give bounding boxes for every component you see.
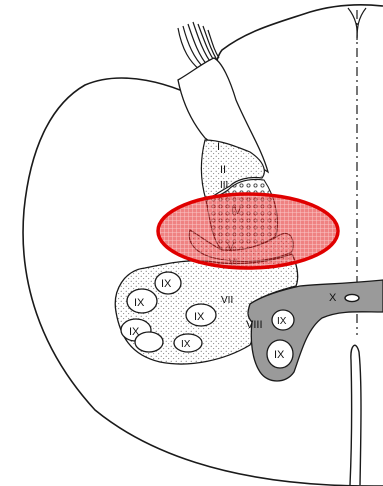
lamina-label-vii: VII bbox=[221, 295, 233, 306]
lamina-label-ix-6: IX bbox=[277, 316, 287, 327]
lamina-label-ix-3: IX bbox=[194, 311, 205, 323]
lamina-viii-x-region bbox=[248, 280, 383, 381]
anterior-median-fissure bbox=[350, 345, 361, 485]
lamina-label-ix-7: IX bbox=[274, 349, 285, 361]
lamina-label-ix-1: IX bbox=[161, 278, 172, 290]
lamina-label-viii: VIII bbox=[246, 319, 263, 331]
lamina-label-ii: II bbox=[220, 164, 226, 176]
lamina-label-x: X bbox=[329, 292, 337, 304]
lamina-label-ix-5: IX bbox=[181, 339, 191, 350]
lamina-label-iii: III bbox=[220, 180, 228, 191]
lamina-label-ix-2: IX bbox=[134, 297, 145, 309]
central-canal bbox=[345, 294, 359, 301]
highlight-ellipse bbox=[158, 194, 338, 268]
lamina-label-ix-4: IX bbox=[129, 326, 140, 338]
lamina-label-i: I bbox=[217, 141, 220, 153]
